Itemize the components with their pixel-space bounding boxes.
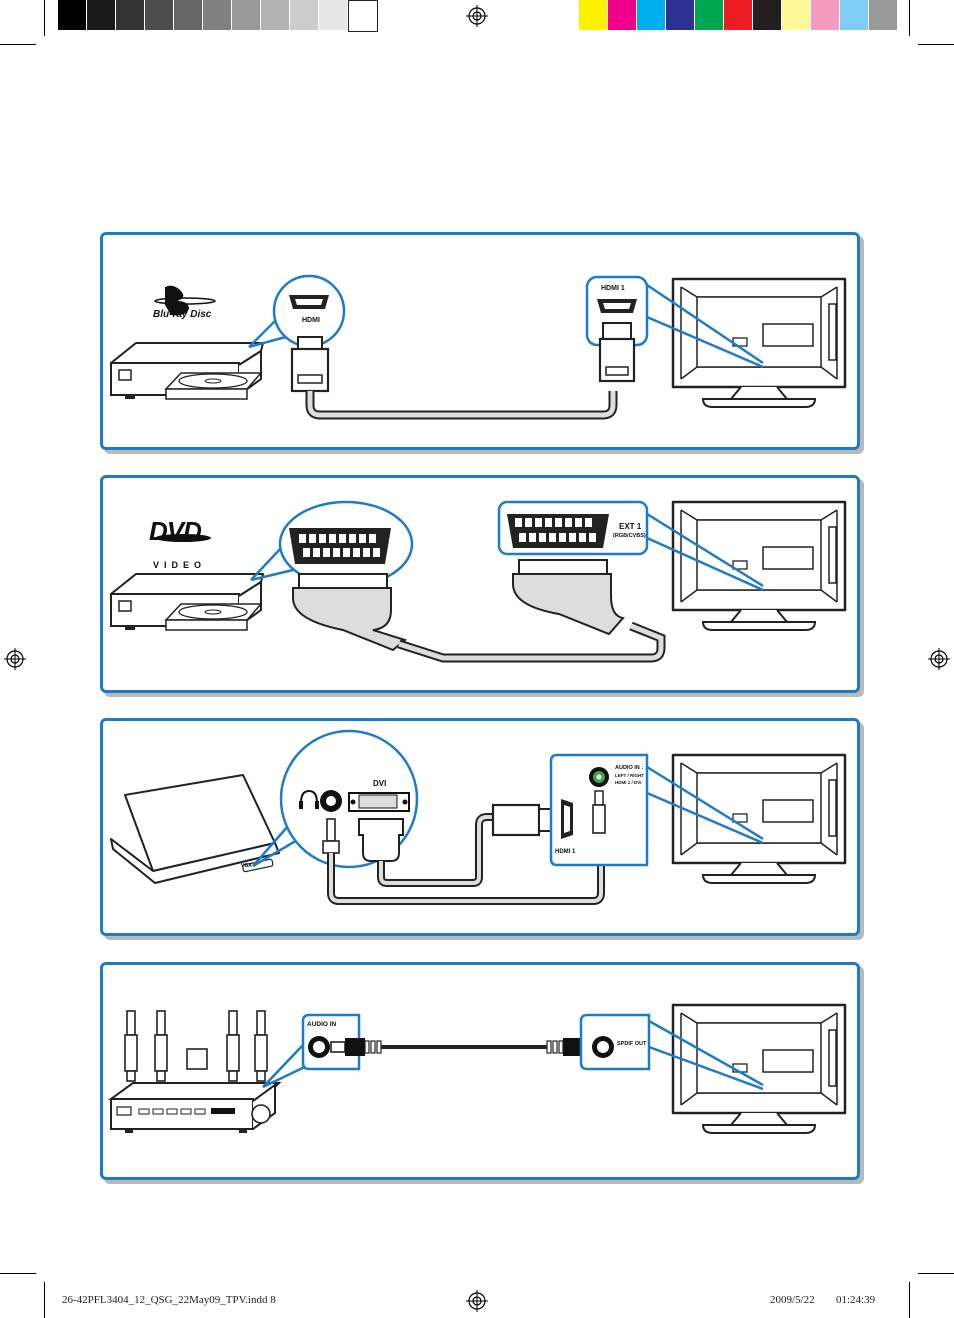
- tv-hdmi1-label: HDMI 1: [555, 849, 576, 855]
- gray-swatch: [348, 0, 378, 32]
- color-swatch: [608, 0, 636, 30]
- gray-swatch: [261, 0, 289, 30]
- color-swatch: [724, 0, 752, 30]
- dvd-scart-panel: DVD VIDEO EXT 1 (RGB/CVBS): [100, 475, 860, 693]
- headphone-icon: [299, 789, 319, 809]
- registration-mark-icon: [928, 648, 950, 670]
- color-swatch: [811, 0, 839, 30]
- tv-ext1-label: EXT 1: [619, 522, 642, 531]
- gray-swatch: [319, 0, 347, 30]
- registration-mark-icon: [466, 1290, 488, 1312]
- tv-audio-in-label: AUDIO IN :: [615, 765, 644, 771]
- crop-mark: [44, 0, 45, 36]
- color-swatch: [579, 0, 607, 30]
- tv-icon: [671, 1003, 847, 1135]
- dvd-logo-text: DVD: [149, 516, 202, 546]
- tv-hdmi-label: HDMI 1: [601, 285, 625, 292]
- crop-mark: [0, 1273, 36, 1274]
- dvd-video-text: VIDEO: [153, 560, 207, 570]
- crop-mark: [918, 44, 954, 45]
- color-swatch: [782, 0, 810, 30]
- color-swatch: [695, 0, 723, 30]
- hts-spdif-diagram: [108, 1003, 847, 1135]
- vga-small-label: VGA: [241, 863, 252, 869]
- color-swatch: [840, 0, 868, 30]
- crop-mark: [0, 44, 36, 45]
- bluray-player-icon: [110, 342, 264, 400]
- spdif-out-label: SPDIF OUT: [617, 1041, 647, 1047]
- gray-swatch: [203, 0, 231, 30]
- footer-date: 2009/5/22: [770, 1294, 815, 1306]
- gray-swatch: [290, 0, 318, 30]
- footer-filename: 26-42PFL3404_12_QSG_22May09_TPV.indd 8: [62, 1294, 276, 1306]
- color-swatch: [753, 0, 781, 30]
- tv-audio-hdmi-dvi-label: HDMI 1 / DVI: [615, 780, 642, 785]
- dvd-player-icon: [110, 573, 264, 631]
- pc-dvi-panel: DVI VGA AUDIO IN : LEFT / RIGHT HDMI 1 /…: [100, 718, 860, 936]
- tv-ext1-sublabel: (RGB/CVBS): [613, 533, 646, 539]
- audio-in-label: AUDIO IN: [307, 1021, 337, 1028]
- gray-swatch: [116, 0, 144, 30]
- bluray-hdmi-diagram: [110, 274, 847, 420]
- hts-spdif-panel: AUDIO IN SPDIF OUT: [100, 962, 860, 1180]
- bluray-logo-text: Blu-ray Disc: [153, 309, 212, 320]
- tv-icon: [671, 753, 847, 885]
- tv-icon: [671, 500, 847, 632]
- gray-swatch: [232, 0, 260, 30]
- gray-swatch: [87, 0, 115, 30]
- crop-mark: [909, 0, 910, 36]
- color-swatch: [637, 0, 665, 30]
- tv-audio-lr-label: LEFT / RIGHT: [615, 773, 644, 778]
- crop-mark: [909, 1282, 910, 1318]
- color-swatch: [666, 0, 694, 30]
- laptop-icon: [110, 774, 280, 884]
- pc-dvi-diagram: [110, 729, 847, 905]
- registration-mark-icon: [4, 648, 26, 670]
- receiver-icon: [108, 1082, 282, 1133]
- registration-mark-icon: [466, 5, 488, 27]
- dvd-logo-icon: [155, 534, 211, 542]
- speakers-icon: [124, 1010, 268, 1082]
- crop-mark: [918, 1273, 954, 1274]
- color-swatch: [869, 0, 897, 30]
- gray-swatch: [58, 0, 86, 30]
- dvd-scart-diagram: [110, 500, 847, 663]
- tv-icon: [671, 277, 847, 409]
- crop-mark: [44, 1282, 45, 1318]
- gray-swatch: [174, 0, 202, 30]
- footer-time: 01:24:39: [836, 1294, 876, 1306]
- bluray-logo-icon: [154, 285, 216, 316]
- gray-swatch: [145, 0, 173, 30]
- source-hdmi-label: HDMI: [302, 317, 320, 324]
- bluray-hdmi-panel: Blu-ray Disc HDMI HDMI 1: [100, 232, 860, 450]
- dvi-port-label: DVI: [373, 779, 387, 788]
